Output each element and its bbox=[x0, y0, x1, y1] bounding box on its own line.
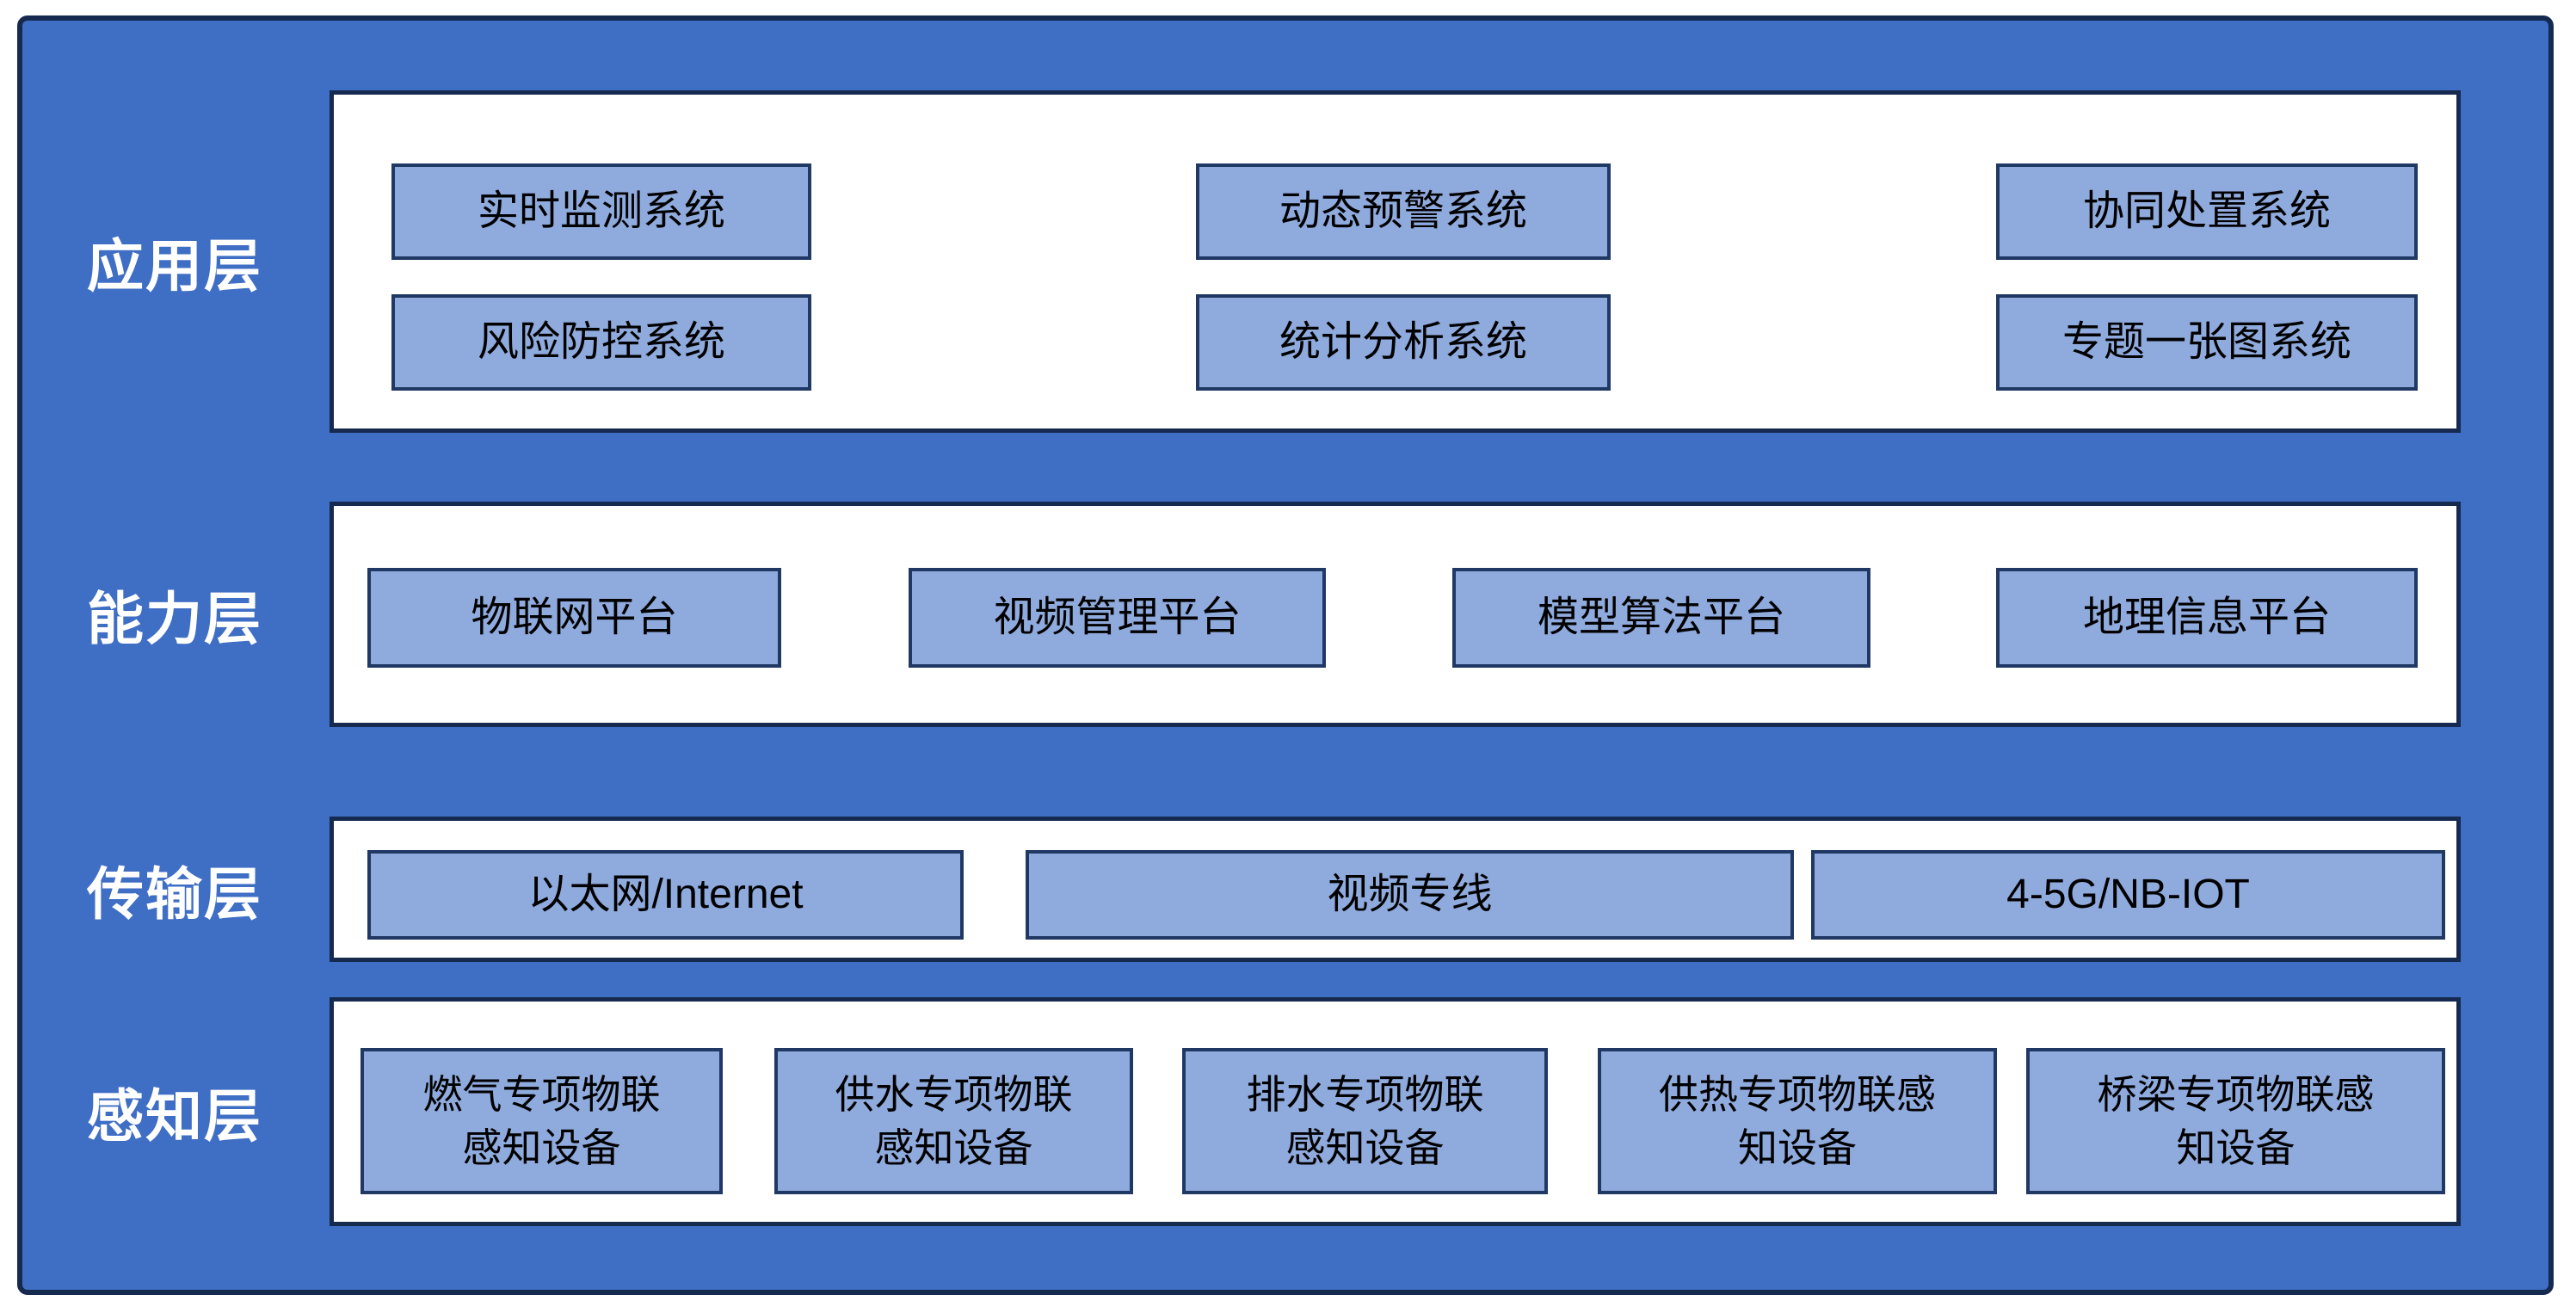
box-ethernet-internet: 以太网/Internet bbox=[367, 850, 964, 940]
box-heating-iot-sensing-devices: 供热专项物联感 知设备 bbox=[1598, 1048, 1997, 1194]
box-water-supply-iot-sensing-devices: 供水专项物联 感知设备 bbox=[774, 1048, 1133, 1194]
box-video-management-platform: 视频管理平台 bbox=[909, 568, 1326, 668]
box-gas-iot-sensing-devices: 燃气专项物联 感知设备 bbox=[361, 1048, 723, 1194]
box-model-algorithm-platform: 模型算法平台 bbox=[1452, 568, 1870, 668]
layer-label-capability: 能力层 bbox=[87, 587, 262, 650]
layer-label-sensing: 感知层 bbox=[87, 1084, 262, 1148]
box-realtime-monitoring-system: 实时监测系统 bbox=[391, 163, 811, 260]
box-video-private-line: 视频专线 bbox=[1026, 850, 1794, 940]
layer-label-application: 应用层 bbox=[87, 234, 262, 298]
box-collaborative-disposal-system: 协同处置系统 bbox=[1996, 163, 2418, 260]
box-4-5g-nb-iot: 4-5G/NB-IOT bbox=[1811, 850, 2445, 940]
box-bridge-iot-sensing-devices: 桥梁专项物联感 知设备 bbox=[2026, 1048, 2445, 1194]
layer-label-transport: 传输层 bbox=[87, 861, 262, 926]
box-statistical-analysis-system: 统计分析系统 bbox=[1196, 294, 1611, 391]
box-iot-platform: 物联网平台 bbox=[367, 568, 781, 668]
box-thematic-one-map-system: 专题一张图系统 bbox=[1996, 294, 2418, 391]
box-dynamic-warning-system: 动态预警系统 bbox=[1196, 163, 1611, 260]
box-risk-prevention-system: 风险防控系统 bbox=[391, 294, 811, 391]
box-gis-platform: 地理信息平台 bbox=[1996, 568, 2418, 668]
box-drainage-iot-sensing-devices: 排水专项物联 感知设备 bbox=[1182, 1048, 1548, 1194]
